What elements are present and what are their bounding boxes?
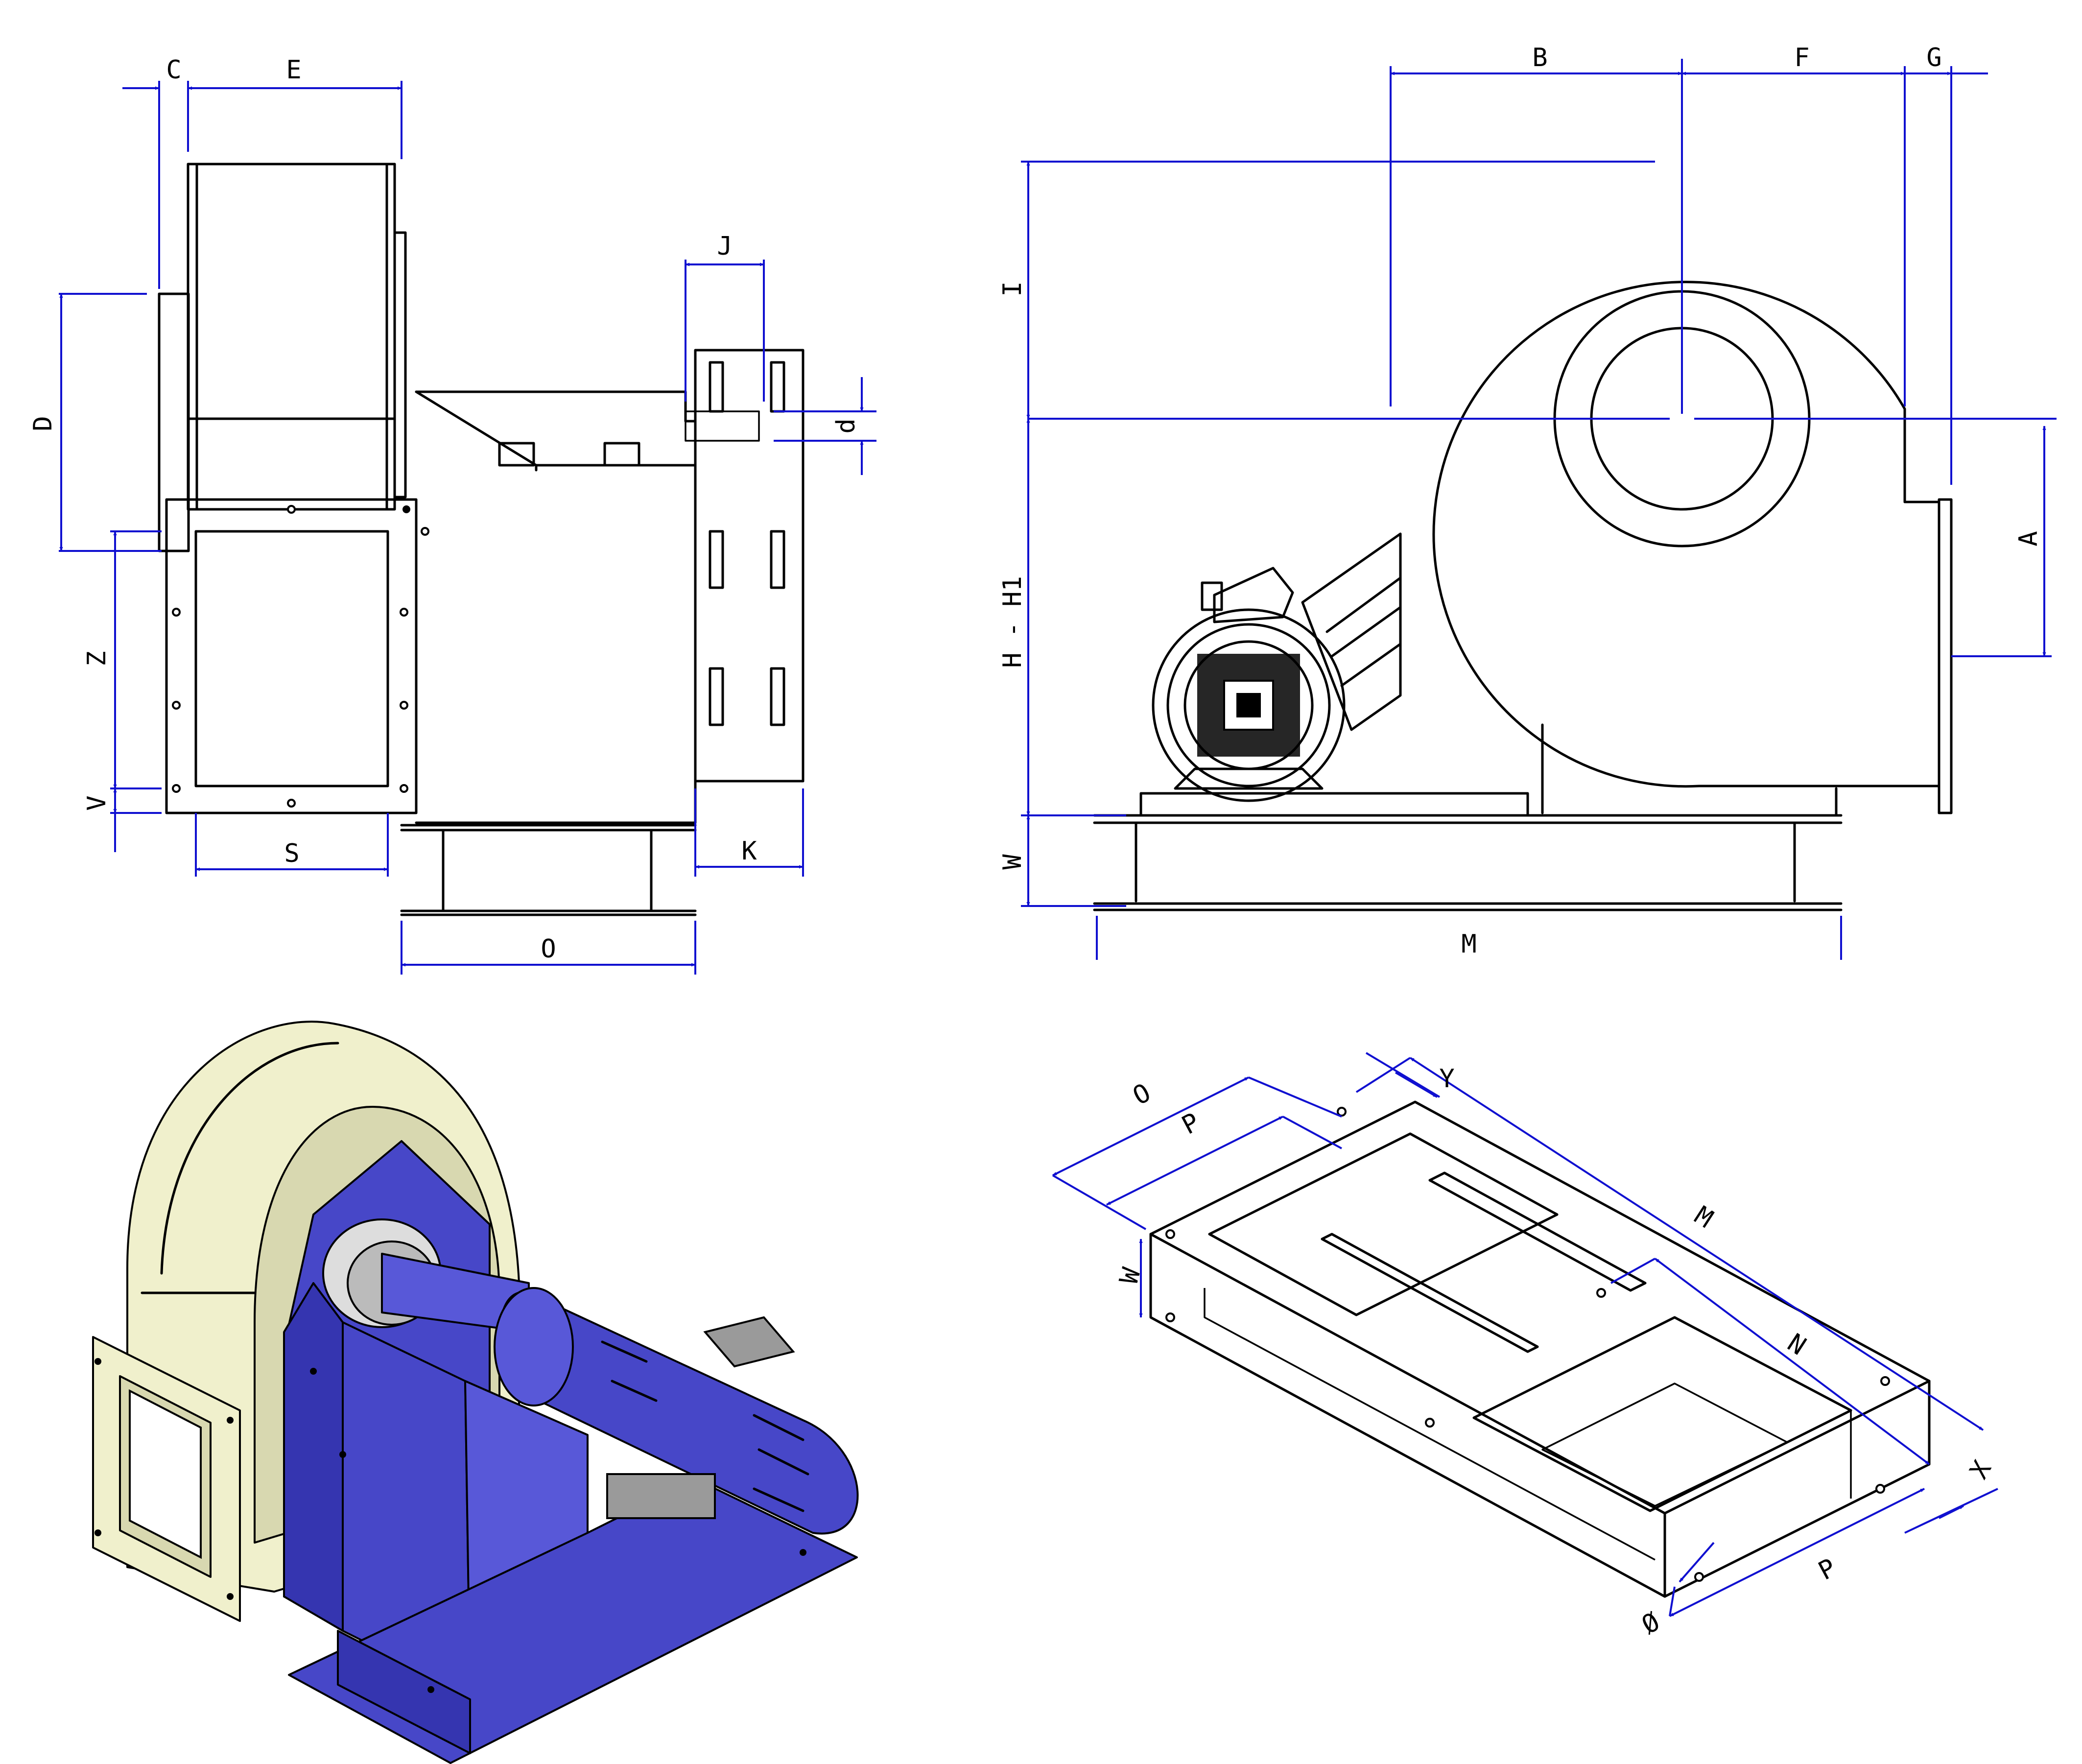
dim-label-h-h1: H - H1 [998,576,1027,668]
dim-label-phi: Ø [1637,1607,1665,1640]
dim-label-f: F [1794,43,1809,72]
isometric-render [92,1021,859,1764]
outlet-opening [194,530,389,787]
dim-label-d-small: d [831,418,861,433]
dim-label-b: B [1532,43,1547,72]
front-view: B F G I H - H1 A W M [998,43,2057,960]
dim-label-y: Y [1439,1064,1454,1094]
dim-label-i: I [998,281,1027,296]
side-view: C E D Z V S O J d K [28,55,876,975]
dim-label-z: Z [82,651,112,666]
dim-label-m: M [1461,930,1476,959]
dim-label-p: P [1177,1107,1205,1141]
dim-label-v: V [82,795,112,810]
motor-front [1152,567,1346,802]
outlet-flange [165,498,418,814]
dim-label-x: X [1964,1456,1997,1484]
dim-label-g: G [1926,43,1941,72]
dim-label-k: K [741,836,757,866]
outlet-flange-front [1938,498,1953,814]
dim-label-a: A [2014,531,2043,546]
scroll-housing [1432,281,1940,788]
belt-guard [694,349,804,783]
dim-label-o-base: O [1128,1078,1156,1111]
dim-label-s: S [284,839,299,868]
dim-label-d: D [28,416,58,431]
dim-label-m-base: M [1689,1201,1718,1234]
motor-terminal-box [703,1316,795,1368]
dim-label-o: O [541,934,556,964]
dim-label-w: W [998,854,1027,870]
dim-label-j: J [717,232,732,261]
dim-label-p-base: P [1814,1553,1841,1586]
base-frame-isometric: O P Y W M N X P Ø [1052,1052,1998,1640]
dim-label-c: C [166,55,181,85]
inlet-collar [158,292,190,552]
wheel-housing-outline [187,163,396,511]
dim-label-e: E [286,55,301,85]
